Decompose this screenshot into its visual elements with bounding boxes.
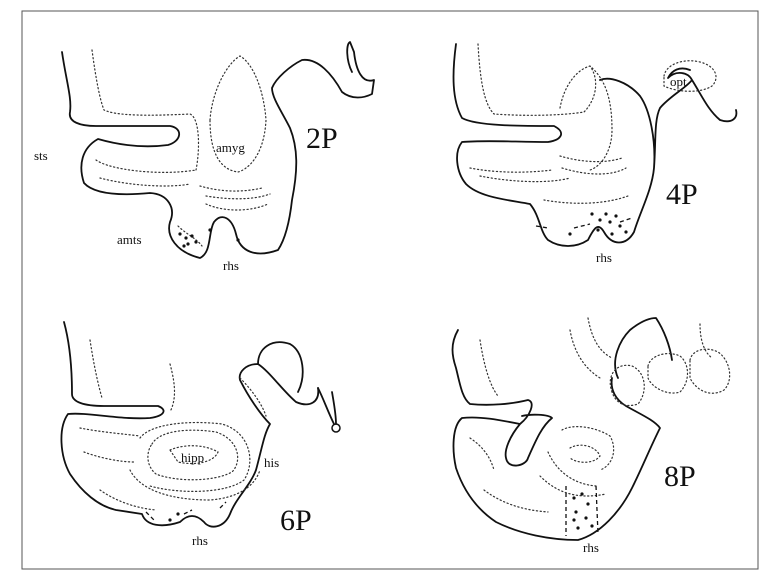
label-rhs-8p: rhs xyxy=(583,540,599,555)
panel-6p: hipp his rhs 6P xyxy=(61,322,340,548)
label-amyg: amyg xyxy=(216,140,245,155)
section-outline-6p xyxy=(61,322,318,527)
cell-dots-4p xyxy=(568,212,627,235)
section-label-6p: 6P xyxy=(280,504,312,537)
probe-marker-6p xyxy=(332,424,340,432)
panel-4p: opt rhs 4P xyxy=(454,44,737,265)
panel-8p: rhs 8P xyxy=(453,318,730,555)
panel-2p: sts amyg amts rhs 2P xyxy=(34,42,374,273)
section-label-4p: 4P xyxy=(666,178,698,211)
optic-region-contour-8p xyxy=(610,349,729,405)
figure-frame xyxy=(22,11,758,569)
label-rhs-6p: rhs xyxy=(192,533,208,548)
label-rhs-2p: rhs xyxy=(223,258,239,273)
superior-outline-8p xyxy=(615,318,672,378)
label-amts: amts xyxy=(117,232,142,247)
label-hipp: hipp xyxy=(181,450,204,465)
boundary-dashes-4p xyxy=(536,218,632,228)
label-rhs-4p: rhs xyxy=(596,250,612,265)
label-his: his xyxy=(264,455,279,470)
section-label-2p: 2P xyxy=(306,122,338,155)
cortex-inner-contour-6p xyxy=(80,340,266,510)
section-outline-4p xyxy=(454,44,737,246)
section-outline-8p xyxy=(453,330,661,540)
label-opt: opt xyxy=(670,74,687,89)
optic-region-outline-6p xyxy=(258,342,334,424)
cell-dots-6p xyxy=(168,512,179,521)
cell-dots-8p xyxy=(572,492,593,529)
section-label-8p: 8P xyxy=(664,460,696,493)
label-sts: sts xyxy=(34,148,48,163)
